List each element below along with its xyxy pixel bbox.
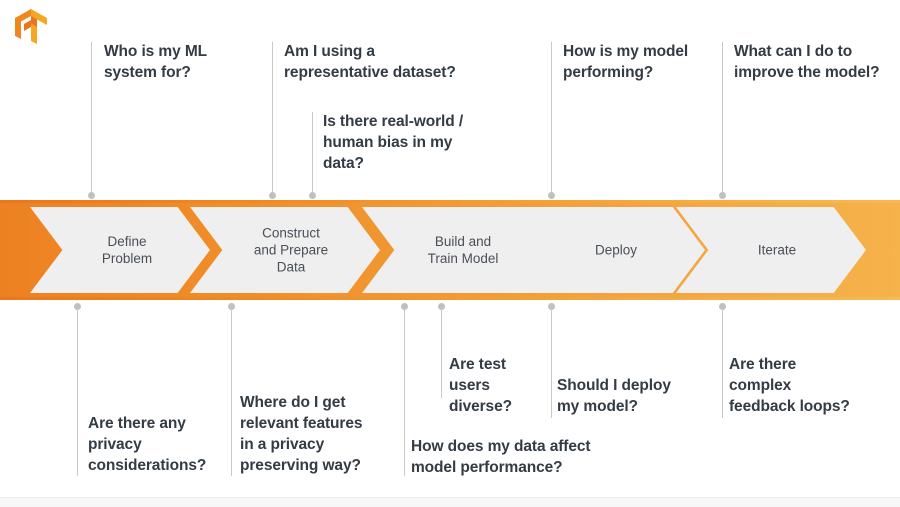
- question-above-is-there-real-world-human-bias: Is there real-world / human bias in my d…: [323, 113, 464, 172]
- connector-dot-top-5: [719, 192, 726, 199]
- connector-line-top-1: [91, 42, 92, 196]
- connector-dot-bottom-5: [548, 303, 555, 310]
- connector-dot-top-2: [269, 192, 276, 199]
- question-above-who-is-my-ml-system-for: Who is my ML system for?: [104, 43, 207, 81]
- question-below-are-there-any-privacy-considerations: Are there any privacy considerations?: [88, 415, 207, 474]
- connector-dot-bottom-2: [228, 303, 235, 310]
- connector-line-bottom-2: [231, 308, 232, 476]
- question-above-what-can-i-do-to-improve-the-model: What can I do to improve the model?: [734, 43, 880, 81]
- tensorflow-logo: [14, 8, 48, 46]
- connector-line-bottom-3: [404, 308, 405, 476]
- question-above-how-is-my-model-performing: How is my model performing?: [563, 43, 689, 81]
- connector-line-top-2: [272, 42, 273, 196]
- connector-line-top-3: [312, 112, 313, 196]
- connector-dot-top-4: [548, 192, 555, 199]
- question-below-are-there-complex-feedback-loops: Are there complex feedback loops?: [729, 356, 850, 415]
- connector-dot-bottom-6: [719, 303, 726, 310]
- connector-line-bottom-5: [551, 308, 552, 418]
- connector-line-top-4: [551, 42, 552, 196]
- bar-top-edge: [0, 200, 900, 203]
- question-below-how-does-my-data-affect-model-performance: How does my data affect model performanc…: [411, 438, 591, 476]
- question-below-are-test-users-diverse: Are test users diverse?: [449, 356, 512, 415]
- connector-line-bottom-6: [722, 308, 723, 418]
- connector-dot-bottom-4: [438, 303, 445, 310]
- connector-dot-top-1: [88, 192, 95, 199]
- connector-line-bottom-1: [77, 308, 78, 476]
- connector-dot-bottom-3: [401, 303, 408, 310]
- question-above-am-i-using-a-representative-dataset: Am I using a representative dataset?: [284, 43, 456, 81]
- connector-dot-top-3: [309, 192, 316, 199]
- connector-line-top-5: [722, 42, 723, 196]
- question-below-should-i-deploy-my-model: Should I deploy my model?: [557, 377, 671, 415]
- question-below-where-do-i-get-relevant-features: Where do I get relevant features in a pr…: [240, 394, 363, 474]
- connector-line-bottom-4: [441, 308, 442, 398]
- bar-bottom-edge: [0, 297, 900, 300]
- page-bottom-strip: [0, 497, 900, 507]
- connector-dot-bottom-1: [74, 303, 81, 310]
